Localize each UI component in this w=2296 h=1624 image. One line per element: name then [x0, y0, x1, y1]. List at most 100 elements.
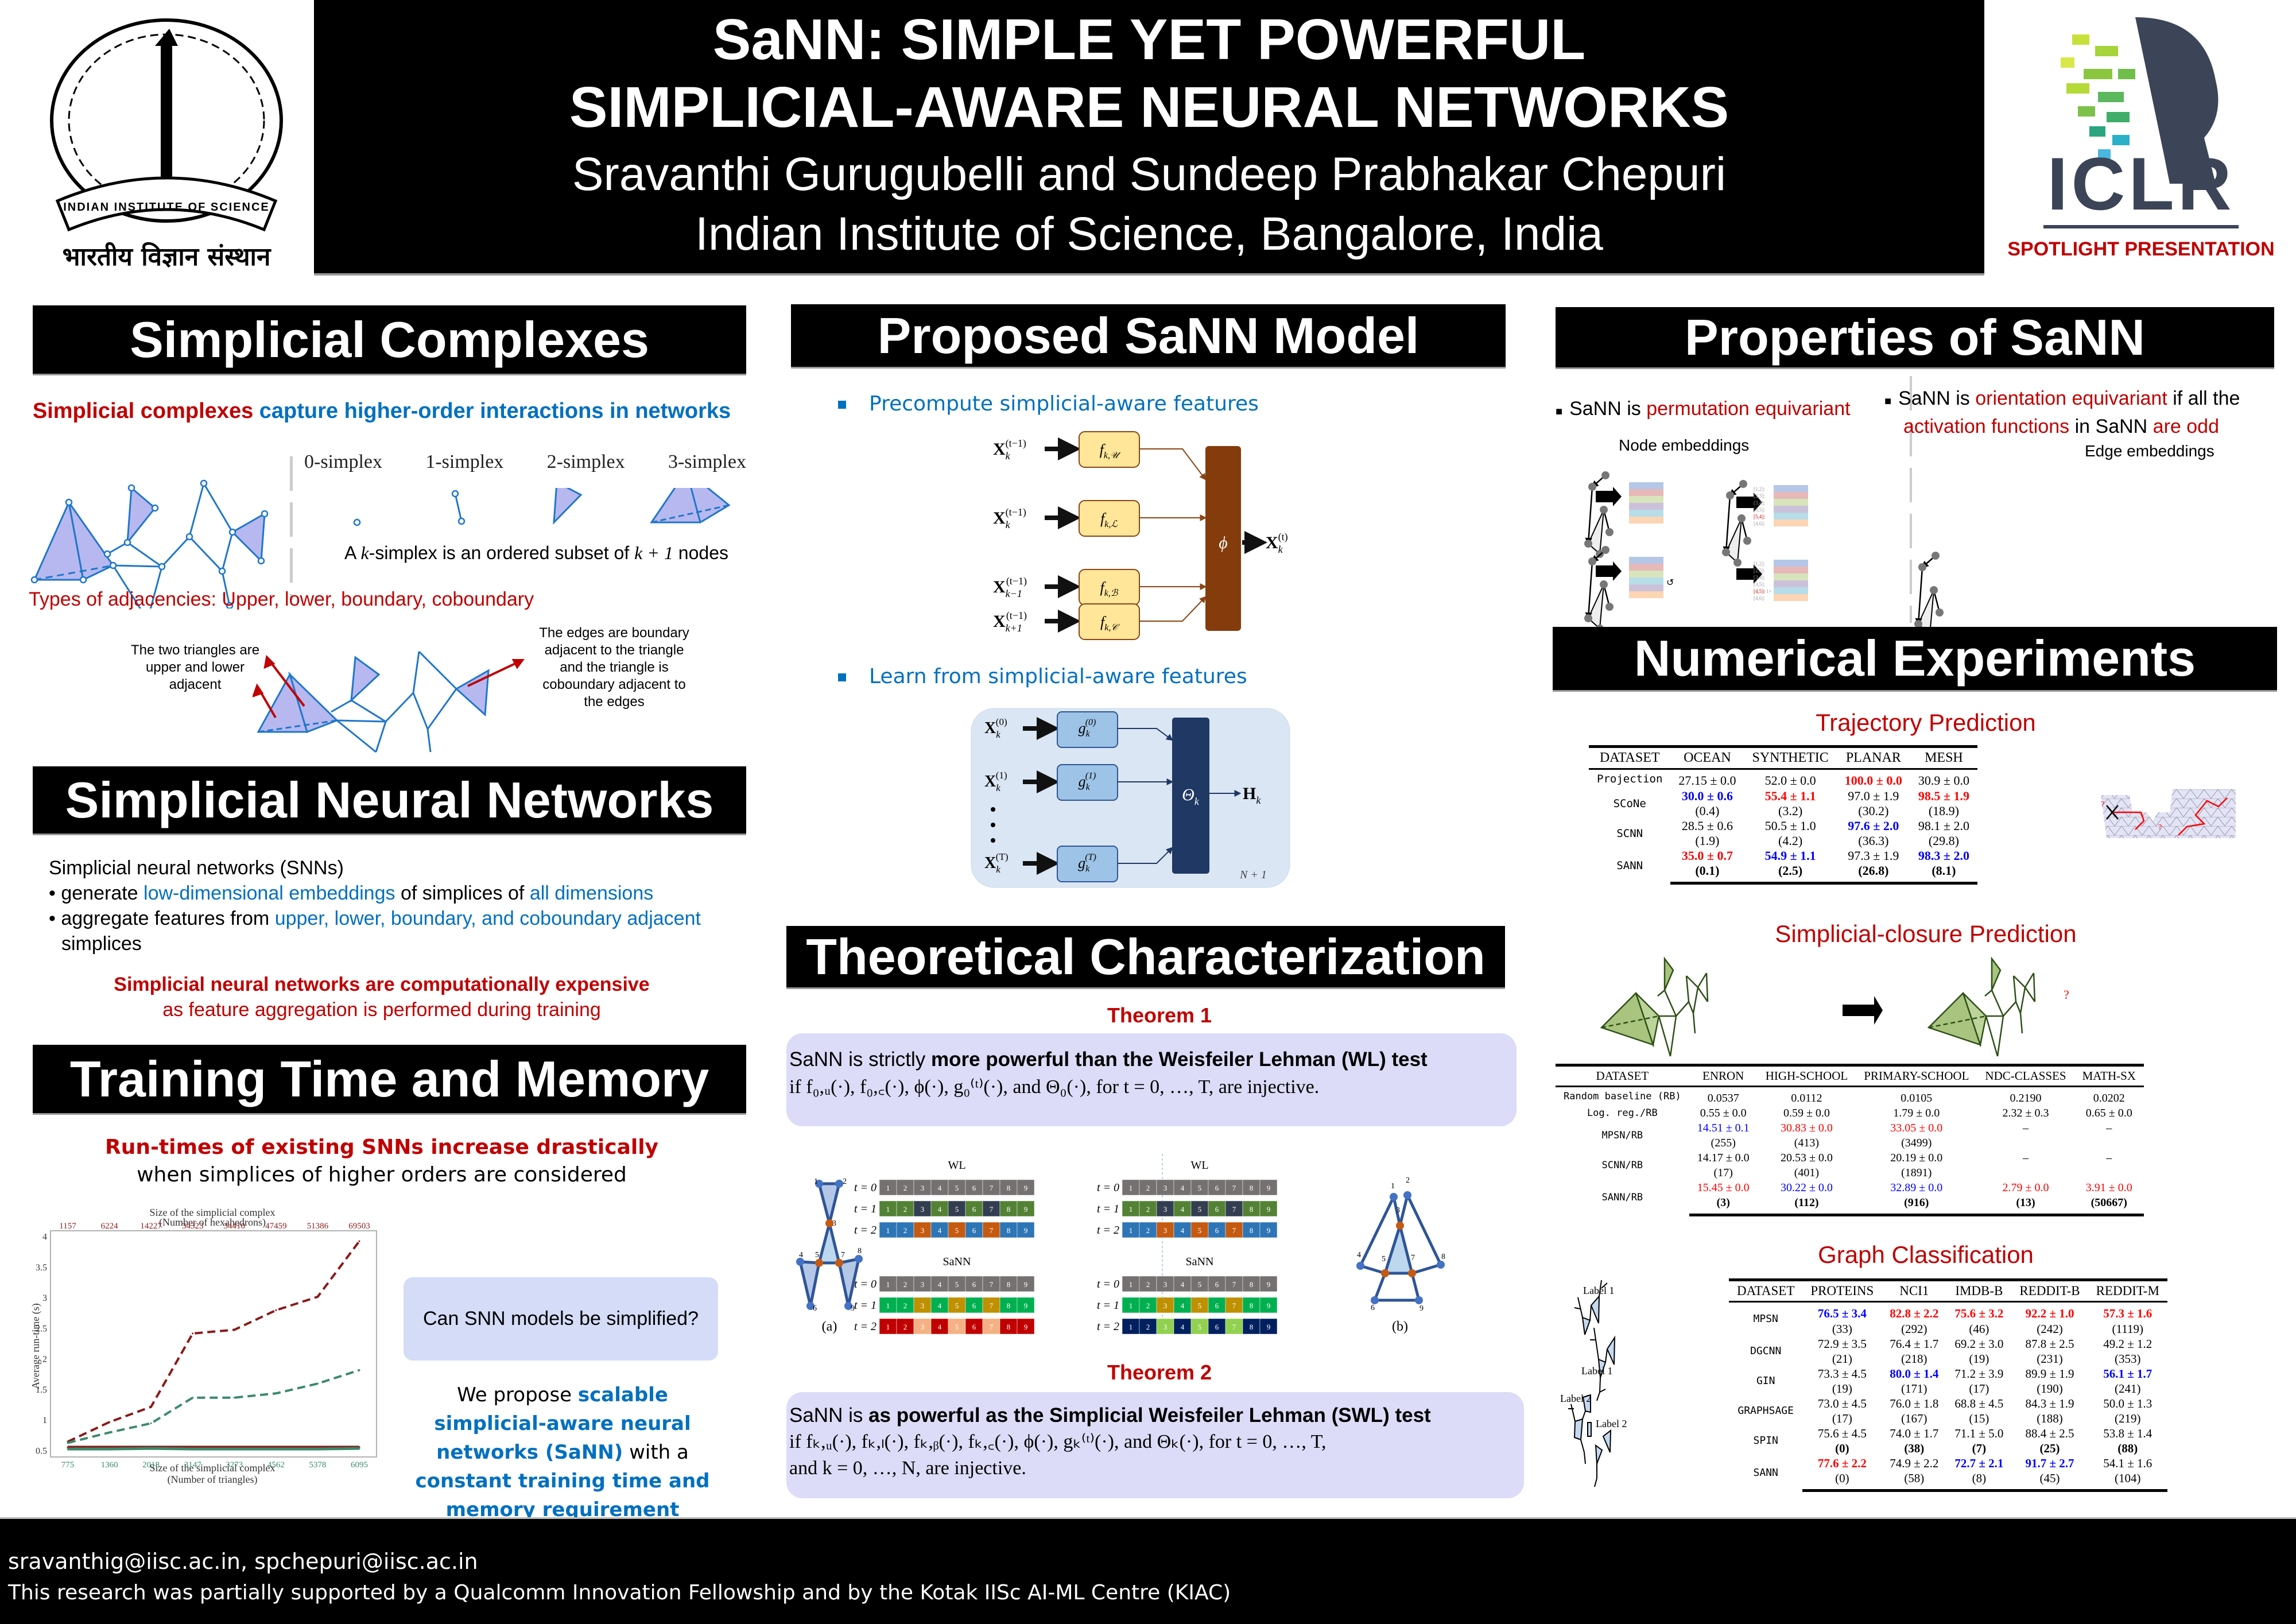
color-cell	[1208, 1318, 1226, 1335]
row-label: SCNN	[1616, 827, 1643, 840]
node-index: 3	[921, 1205, 925, 1214]
column-header: NDC-CLASSES	[1977, 1064, 2074, 1087]
value-cell: 80.0 ± 1.4	[1890, 1366, 1939, 1381]
edge-embedding-stack	[1774, 492, 1808, 499]
runtime-cell: (1119)	[2112, 1321, 2143, 1336]
runtime-cell: (413)	[1794, 1137, 1820, 1149]
complex-after	[1927, 958, 2036, 1057]
color-cell	[982, 1200, 1000, 1217]
svg-text:↺: ↺	[1666, 578, 1674, 588]
color-cell	[1173, 1200, 1192, 1217]
sann-proposal: We propose scalable simplicial-aware neu…	[415, 1383, 710, 1521]
column-header: IMDB-B	[1946, 1278, 2012, 1303]
node-index: 7	[1232, 1280, 1236, 1289]
node-index: 5	[955, 1184, 959, 1192]
value-cell: 28.5 ± 0.6	[1681, 818, 1733, 833]
value-cell: 2.32 ± 0.3	[2002, 1107, 2049, 1119]
x-tick-label-top: 69503	[348, 1222, 370, 1231]
node-index: 6	[1215, 1280, 1219, 1289]
node-index: 3	[1163, 1280, 1168, 1289]
svg-text:2: 2	[1406, 1176, 1410, 1185]
closure-figure: ?	[1600, 958, 2069, 1057]
node-index: 3	[1163, 1301, 1168, 1310]
node-index: 6	[972, 1226, 976, 1235]
color-cell	[1139, 1222, 1157, 1238]
column-header: ENRON	[1689, 1064, 1758, 1087]
column-header: PRIMARY-SCHOOL	[1856, 1064, 1977, 1087]
t-label: t = 1	[854, 1299, 876, 1312]
runtime-cell: (188)	[2037, 1411, 2063, 1425]
table-time-row: (33)(292)(46)(242)(1119)	[1729, 1321, 2167, 1336]
color-cell	[1225, 1276, 1243, 1292]
node-index: 9	[1267, 1301, 1271, 1310]
t-label: t = 2	[1097, 1320, 1119, 1333]
repeat-label: N + 1	[1239, 869, 1267, 881]
color-cell	[1190, 1276, 1209, 1292]
simplicial-complex-diagram	[30, 479, 269, 608]
t-label: t = 0	[1097, 1278, 1119, 1290]
simplicial-complexes-headline: Simplicial complexes capture higher-orde…	[0, 399, 763, 424]
runtime-cell: (18.9)	[1928, 803, 1959, 818]
node-index: 1	[886, 1323, 890, 1331]
section-header-theory: Theoretical Characterization	[786, 926, 1505, 989]
row-label: MPSN	[1753, 1313, 1778, 1325]
value-cell: 97.6 ± 2.0	[1848, 818, 1899, 833]
color-cell	[999, 1179, 1018, 1196]
node-index: 4	[938, 1226, 942, 1235]
color-cell	[1242, 1222, 1261, 1238]
node-embedding-stack	[1629, 496, 1663, 503]
theta-block	[1172, 718, 1209, 874]
simplex-labels: 0-simplex 1-simplex 2-simplex 3-simplex	[304, 451, 746, 473]
edge-embedding-stack	[1774, 506, 1808, 513]
theorem1-title: Theorem 1	[1107, 1003, 1212, 1027]
data-point	[150, 1422, 152, 1424]
color-cell	[896, 1222, 914, 1238]
section-title: Theoretical Characterization	[806, 928, 1486, 985]
svg-text:9: 9	[851, 1304, 855, 1313]
runtime-cell: (190)	[2037, 1381, 2063, 1396]
poster-title-line2: SIMPLICIAL-AWARE NEURAL NETWORKS	[569, 75, 1729, 139]
runtime-cell: (916)	[1856, 1195, 1977, 1216]
edge-embedding-stack	[1774, 499, 1808, 506]
node-index: 6	[1215, 1226, 1219, 1235]
color-cell	[1242, 1179, 1261, 1196]
data-point	[108, 1421, 111, 1423]
svg-text:Xk−1(t−1): Xk−1(t−1)	[993, 575, 1027, 599]
poster-title-line1: SaNN: SIMPLE YET POWERFUL	[712, 7, 1586, 72]
properties-divider	[1910, 376, 1912, 623]
value-cell: –	[2023, 1122, 2029, 1134]
node-index: 8	[1250, 1205, 1254, 1214]
node-index: 8	[1250, 1184, 1254, 1192]
node-index: 4	[1181, 1226, 1185, 1235]
node-index: 5	[955, 1323, 959, 1331]
node-index: 3	[1163, 1184, 1168, 1192]
data-point	[316, 1382, 319, 1385]
permutation-graph-1	[1584, 471, 1614, 558]
section-title: Simplicial Complexes	[130, 311, 649, 368]
row-label: SPIN	[1753, 1434, 1778, 1447]
runtime-cell: (218)	[1901, 1351, 1927, 1366]
learn-diagram: Xk(0) Xk(1) Xk(T) gk(0) gk(1) gk(T) Θk H…	[971, 708, 1290, 888]
bullet-square-icon	[838, 401, 846, 409]
x-tick-label-bottom: 6095	[351, 1460, 368, 1470]
value-cell: –	[2023, 1152, 2029, 1164]
edge-label: [5,4]:	[1754, 514, 1765, 520]
svg-text:5: 5	[815, 1251, 819, 1259]
f-lower-block	[1079, 500, 1140, 537]
t-label: t = 1	[854, 1203, 876, 1215]
runtime-cell: (46)	[1969, 1321, 1989, 1336]
section-header-training: Training Time and Memory	[33, 1045, 746, 1115]
color-cell	[1122, 1318, 1140, 1335]
learn-container	[971, 708, 1290, 888]
orientation-graph-2	[1914, 552, 1944, 631]
color-cell	[913, 1179, 932, 1196]
node-index: 9	[1024, 1205, 1028, 1214]
value-cell: 50.0 ± 1.3	[2103, 1396, 2152, 1410]
color-cell	[1173, 1179, 1192, 1196]
node-embedding-stack-permuted	[1629, 571, 1663, 577]
color-cell	[1259, 1222, 1278, 1238]
